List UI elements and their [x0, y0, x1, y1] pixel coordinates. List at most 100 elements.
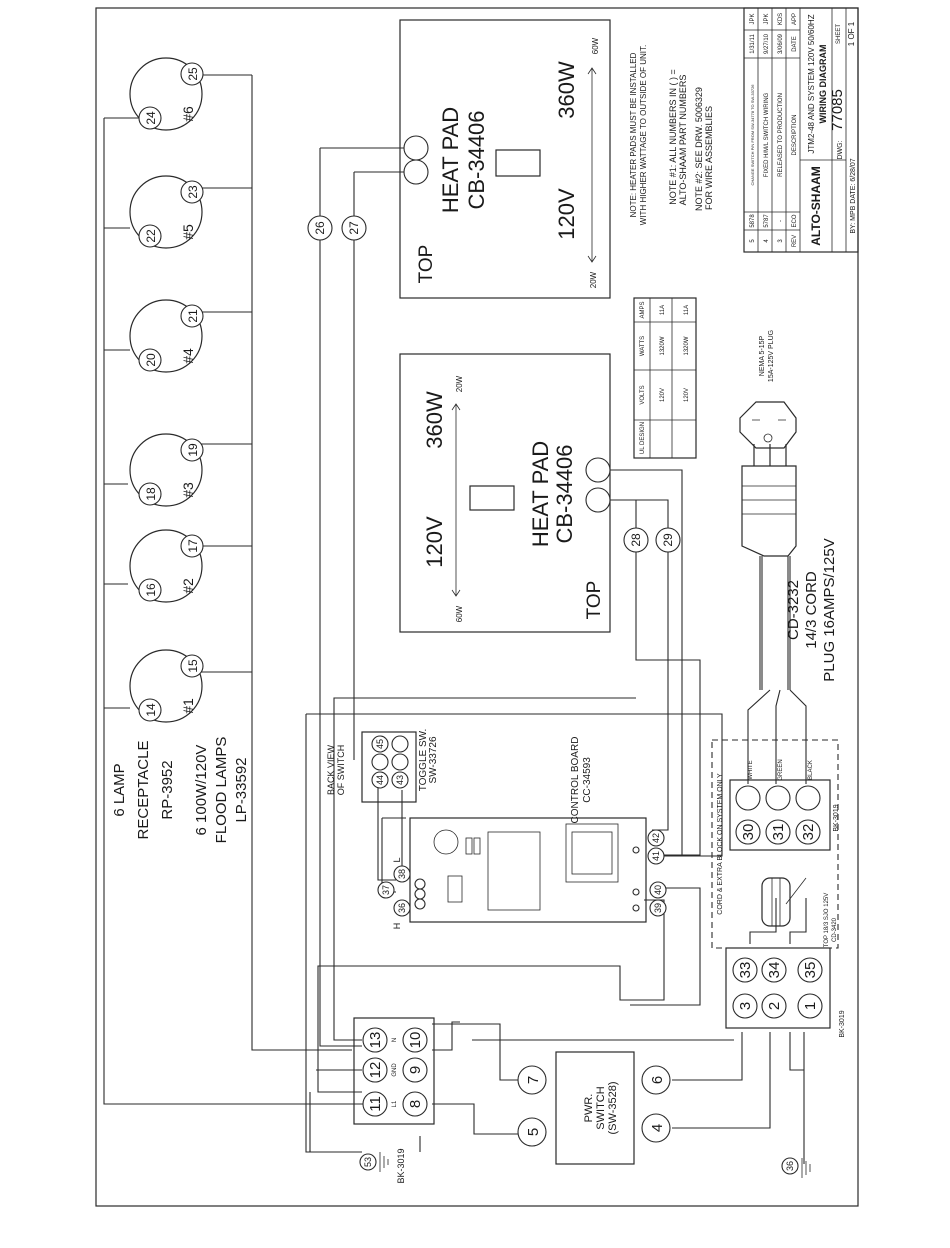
lamp-receptacle-part: RP-3952: [159, 760, 176, 819]
board-terminal-36: 36: [397, 903, 407, 913]
board-terminal-42: 42: [651, 833, 661, 843]
terminal-28: 28: [629, 533, 643, 547]
cord-line2: 14/3 CORD: [803, 571, 820, 649]
title-dwg-label: DWG:: [837, 140, 844, 159]
switch-terminal-4: 4: [649, 1124, 666, 1132]
note-1b: ALTO-SHAAM PART NUMBERS: [678, 75, 688, 206]
ratings-table: UL DESIGNVOLTSWATTSAMPS120V1320W11A120V1…: [633, 297, 697, 459]
power-switch: PWR. SWITCH (SW-3528) 7 5 6 4: [517, 1051, 671, 1165]
wiring: [103, 74, 807, 1164]
title-head-description: DESCRIPTION: [792, 114, 798, 155]
heat-pad-lower: TOP HEAT PAD CB-34406 120V 360W 60W 20W …: [399, 353, 681, 633]
plug-label-2: 15A-125V PLUG: [768, 330, 775, 382]
note-2b: FOR WIRE ASSEMBLIES: [704, 106, 714, 210]
cord-line3: PLUG 16AMPS/125V: [821, 538, 838, 681]
board-terminal-38: 38: [397, 869, 407, 879]
lamp-4-label: #4: [180, 348, 196, 364]
switch-terminal-6: 6: [649, 1076, 666, 1084]
lamp-3-terminal-b: 19: [186, 443, 200, 457]
control-board: CONTROL BOARD CC-34593 36 37 38 H L 39 4…: [377, 737, 667, 930]
lamp-5-terminal-b: 23: [186, 185, 200, 199]
flood-lamps-part: LP-33592: [233, 757, 250, 822]
switch-terminal-5: 5: [525, 1128, 542, 1136]
block-terminal-10: 10: [407, 1032, 424, 1049]
heat-pad-upper: TOP HEAT PAD CB-34406 120V 360W 20W 60W …: [307, 19, 611, 299]
power-switch-line1: PWR.: [583, 1094, 595, 1123]
cord-terminal-32: 32: [800, 824, 817, 841]
toggle-switch: 43 44 45 BACK VIEW OF SWITCH TOGGLE SW. …: [326, 729, 439, 803]
heat-pad-upper-top: TOP: [416, 245, 437, 284]
lamp-6: 24 25 #6: [129, 57, 204, 131]
block-terminal-13: 13: [367, 1032, 384, 1049]
board-mark-h: H: [392, 923, 402, 930]
heat-pad-lower-w-left: 60W: [455, 605, 464, 622]
block-terminal-12: 12: [367, 1062, 384, 1079]
switch-terminal-45: 45: [375, 739, 385, 749]
ground-36: 36: [781, 1157, 811, 1178]
title-head-rev: REV: [792, 235, 798, 247]
right-terminal-3: 3: [737, 1002, 754, 1010]
cord-block: 30 31 32 WHITE GREEN BLACK CORD & EXTRA …: [711, 739, 840, 949]
switch-back-view-2: OF SWITCH: [336, 745, 346, 796]
rev-2-number: 3: [778, 239, 784, 243]
heat-pad-lower-top: TOP: [584, 581, 605, 620]
block-sub-gnd: GND: [392, 1063, 398, 1077]
lamp-6-label: #6: [180, 106, 196, 122]
switch-terminal-43: 43: [395, 775, 405, 785]
heat-pad-upper-w-right: 60W: [591, 37, 600, 54]
terminal-block-main: 13 12 11 10 9 8 N GND L1 BK-3019: [353, 1017, 435, 1184]
title-head-eco: ECO: [792, 214, 798, 227]
title-head-approver: APP: [792, 13, 798, 25]
heat-pad-lower-watts: 360W: [422, 391, 447, 449]
lamp-6-terminal-a: 24: [144, 111, 158, 125]
lamp-2-label: #2: [180, 578, 196, 594]
ratings-header-1: VOLTS: [640, 385, 646, 404]
wire-white-label: WHITE: [748, 760, 754, 779]
rev-2-approver: KDS: [778, 13, 784, 25]
ratings-header-0: UL DESIGN: [640, 422, 646, 454]
ground-36-label: 36: [785, 1161, 795, 1171]
lamp-4-terminal-b: 21: [186, 309, 200, 323]
lamp-receptacle-title: 6 LAMP: [111, 763, 128, 816]
block-sub-n: N: [392, 1038, 398, 1042]
title-doc: WIRING DIAGRAM: [818, 45, 828, 124]
switch-back-view-1: BACK VIEW: [326, 744, 336, 795]
control-board-part: CC-34593: [582, 757, 593, 803]
lamp-1-label: #1: [180, 698, 196, 714]
board-terminal-37: 37: [381, 885, 391, 895]
power-switch-line2: SWITCH: [595, 1086, 607, 1129]
right-terminal-33: 33: [737, 962, 754, 979]
ground-53-label: 53: [363, 1157, 373, 1167]
rev-2-date: 3/06/09: [778, 33, 784, 54]
switch-terminal-44: 44: [375, 775, 385, 785]
ratings-row-0-col-2: 1320W: [660, 336, 666, 355]
heat-pad-lower-w-right: 20W: [455, 375, 464, 392]
cord-terminal-31: 31: [770, 824, 787, 841]
terminal-block-right: 33 34 35 3 2 1 BK-3019: [725, 947, 846, 1038]
heat-pad-lower-title: HEAT PAD: [528, 441, 553, 547]
note-0b: WITH HIGHER WATTAGE TO OUTSIDE OF UNIT.: [639, 45, 648, 225]
rev-1-date: 9/27/10: [764, 33, 770, 54]
block-sub-l1: L1: [392, 1100, 398, 1107]
block-terminal-8: 8: [407, 1100, 424, 1108]
lamp-2-terminal-b: 17: [186, 539, 200, 553]
rev-2-description: RELEASED TO PRODUCTION: [778, 93, 784, 177]
ratings-header-3: AMPS: [640, 301, 646, 318]
switch-part: SW-33726: [428, 736, 439, 784]
rev-0-description: CHANGE SWITCH P/N FROM SW-34778 TO SW-33…: [750, 84, 755, 186]
heat-pad-lower-voltage: 120V: [422, 516, 447, 568]
note-1a: NOTE #1: ALL NUMBERS IN ( ) =: [668, 69, 678, 204]
cord-block-dashed-label: CORD & EXTRA BLOCK ON SYSTEM ONLY: [717, 773, 724, 915]
flood-lamps-line2: FLOOD LAMPS: [213, 737, 230, 844]
heat-pad-upper-w-left: 20W: [589, 271, 598, 288]
lamp-6-terminal-b: 25: [186, 67, 200, 81]
ratings-row-1-col-1: 120V: [684, 388, 690, 402]
lamp-1-terminal-a: 14: [144, 703, 158, 717]
cord-terminal-30: 30: [740, 824, 757, 841]
